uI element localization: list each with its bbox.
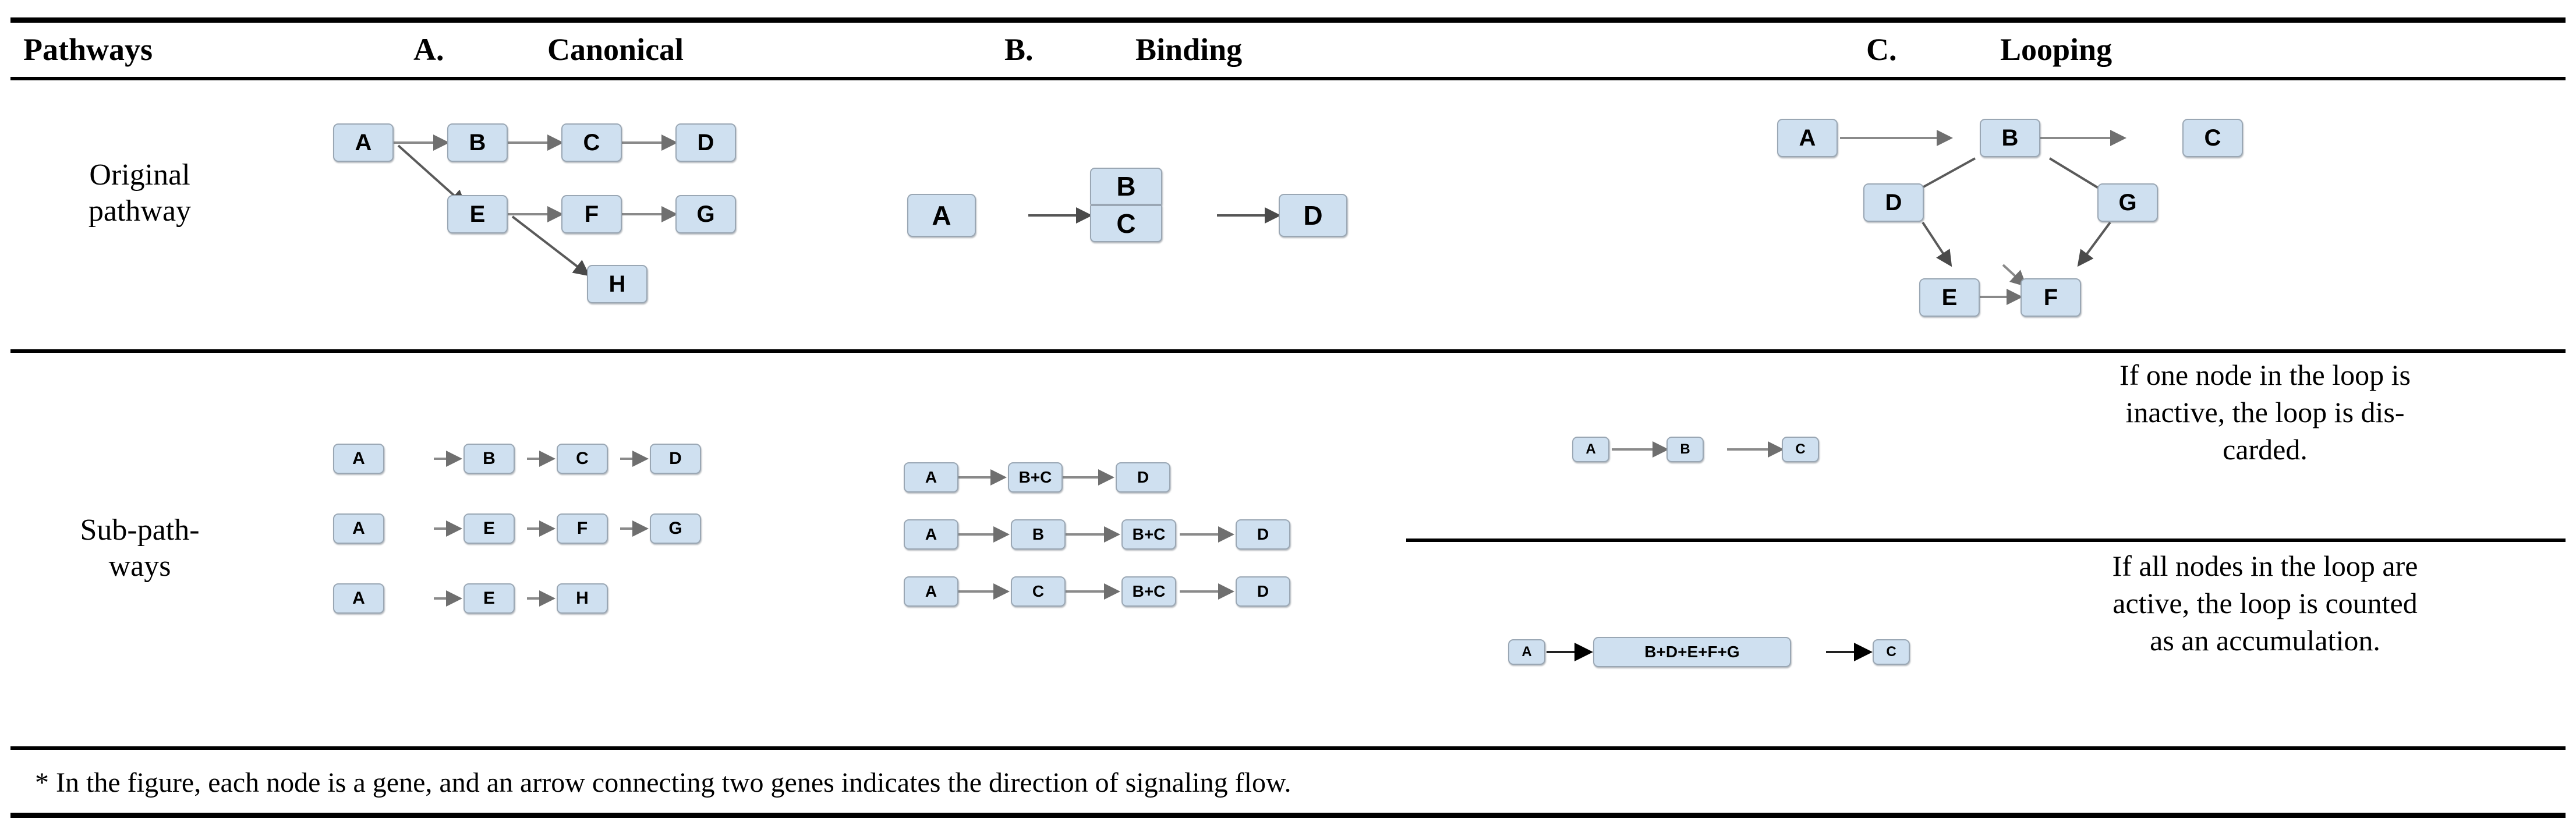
node-canonical-original-b[interactable]: B <box>447 123 508 162</box>
node-looping-original-b[interactable]: B <box>1980 119 2040 157</box>
node-binding-original-a[interactable]: A <box>907 194 976 237</box>
node-canonical-sub-r2-2[interactable]: F <box>557 513 608 544</box>
node-canonical-sub-r3-2[interactable]: H <box>557 583 608 614</box>
row-label-original-line1: Original <box>89 158 190 192</box>
looping-note-accumulation-line3: as an accumulation. <box>2150 624 2380 657</box>
header-a-letter: A. <box>413 32 444 67</box>
node-looping-sub-r1-2[interactable]: C <box>1782 437 1819 462</box>
row-label-sub-line2: ways <box>108 550 171 583</box>
node-canonical-sub-r2-1[interactable]: E <box>463 513 515 544</box>
looping-note-accumulation: If all nodes in the loop are active, the… <box>1968 547 2562 659</box>
header-c-letter: C. <box>1866 32 1897 67</box>
node-canonical-sub-r1-1[interactable]: B <box>463 444 515 474</box>
looping-notes-divider <box>1406 539 2566 542</box>
node-canonical-original-h[interactable]: H <box>587 265 647 303</box>
header-b-title: Binding <box>1135 32 1243 67</box>
node-binding-sub-r1-0[interactable]: A <box>904 462 958 493</box>
header-b-letter: B. <box>1004 32 1034 67</box>
node-binding-original-b[interactable]: B <box>1090 168 1162 205</box>
node-looping-original-g[interactable]: G <box>2097 183 2158 222</box>
row-label-sub-pathways: Sub-path- ways <box>12 512 268 584</box>
node-looping-sub-r2-2[interactable]: C <box>1873 639 1910 665</box>
node-canonical-sub-r2-0[interactable]: A <box>333 513 384 544</box>
looping-note-accumulation-line2: active, the loop is counted <box>2113 587 2418 619</box>
node-looping-original-a[interactable]: A <box>1777 119 1838 157</box>
node-looping-original-e[interactable]: E <box>1919 278 1980 317</box>
node-binding-original-d[interactable]: D <box>1279 194 1347 237</box>
node-looping-original-d[interactable]: D <box>1863 183 1924 222</box>
node-canonical-original-f[interactable]: F <box>561 195 622 233</box>
node-canonical-sub-r1-3[interactable]: D <box>650 444 701 474</box>
row-divider-rule <box>10 349 2566 353</box>
table-top-rule <box>10 17 2566 23</box>
node-binding-sub-r3-1[interactable]: C <box>1011 576 1066 607</box>
header-c-title: Looping <box>2000 32 2113 67</box>
node-binding-sub-r1-2[interactable]: D <box>1116 462 1170 493</box>
header-pathways: Pathways <box>23 32 153 67</box>
node-canonical-sub-r3-1[interactable]: E <box>463 583 515 614</box>
row-label-sub-line1: Sub-path- <box>80 513 200 547</box>
node-binding-sub-r3-3[interactable]: D <box>1236 576 1290 607</box>
canonical-original-edges <box>394 134 678 222</box>
node-binding-sub-r3-2[interactable]: B+C <box>1121 576 1176 607</box>
row-label-original-pathway: Original pathway <box>12 157 268 229</box>
looping-note-accumulation-line1: If all nodes in the loop are <box>2112 550 2418 582</box>
node-canonical-original-c[interactable]: C <box>561 123 622 162</box>
binding-sub-edges <box>955 469 1234 600</box>
node-canonical-sub-r1-2[interactable]: C <box>557 444 608 474</box>
looping-note-discarded-line2: inactive, the loop is dis- <box>2125 396 2405 428</box>
node-binding-sub-r2-1[interactable]: B <box>1011 519 1066 550</box>
node-canonical-original-g[interactable]: G <box>675 195 736 233</box>
node-binding-original-c[interactable]: C <box>1090 205 1162 242</box>
node-looping-sub-r2-0[interactable]: A <box>1508 639 1545 665</box>
node-canonical-original-d[interactable]: D <box>675 123 736 162</box>
looping-original-loop-edges <box>1896 157 2122 267</box>
node-looping-original-c[interactable]: C <box>2182 119 2243 157</box>
node-canonical-sub-r3-0[interactable]: A <box>333 583 384 614</box>
row-label-original-line2: pathway <box>88 194 192 228</box>
figure-footnote: * In the figure, each node is a gene, an… <box>35 767 1291 798</box>
node-looping-original-f[interactable]: F <box>2021 278 2081 317</box>
table-header: Pathways A. Canonical B. Binding C. Loop… <box>0 23 2576 76</box>
header-bottom-rule <box>10 77 2566 80</box>
node-canonical-sub-r2-3[interactable]: G <box>650 513 701 544</box>
table-bottom-rule <box>10 813 2566 818</box>
node-looping-sub-r1-0[interactable]: A <box>1572 437 1609 462</box>
looping-note-discarded-line1: If one node in the loop is <box>2119 359 2411 391</box>
looping-note-discarded-line3: carded. <box>2223 433 2308 466</box>
node-binding-sub-r3-0[interactable]: A <box>904 576 958 607</box>
node-looping-sub-r2-1[interactable]: B+D+E+F+G <box>1593 637 1791 667</box>
node-binding-sub-r2-3[interactable]: D <box>1236 519 1290 550</box>
node-looping-sub-r1-1[interactable]: B <box>1666 437 1704 462</box>
node-binding-sub-r2-2[interactable]: B+C <box>1121 519 1176 550</box>
looping-note-discarded: If one node in the loop is inactive, the… <box>1968 356 2562 468</box>
header-a-title: Canonical <box>547 32 684 67</box>
node-canonical-original-a[interactable]: A <box>333 123 394 162</box>
body-bottom-rule <box>10 746 2566 750</box>
node-binding-sub-r1-1[interactable]: B+C <box>1008 462 1063 493</box>
node-binding-sub-r2-0[interactable]: A <box>904 519 958 550</box>
node-canonical-original-e[interactable]: E <box>447 195 508 233</box>
node-canonical-sub-r1-0[interactable]: A <box>333 444 384 474</box>
